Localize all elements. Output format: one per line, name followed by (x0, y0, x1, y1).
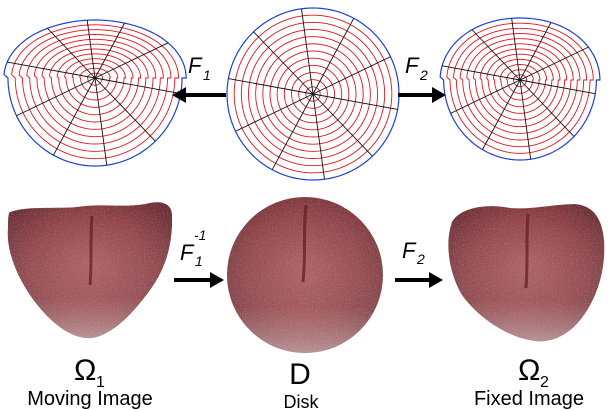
disk-caption: D Disk (284, 358, 320, 410)
right-grid-spoke (482, 80, 520, 150)
disk-symbol: D (289, 358, 311, 391)
top-right-arrow: F 2 (398, 53, 446, 103)
omega-2-symbol: Ω (518, 354, 540, 387)
left-grid-spoke (95, 23, 125, 78)
fixed-image-caption: Ω 2 Fixed Image (474, 354, 584, 410)
top-right-grid (440, 18, 600, 160)
right-grid-spoke (520, 47, 588, 80)
bottom-left-arrow-label: F (180, 240, 195, 265)
top-left-arrow-label: F (188, 53, 203, 78)
top-left-arrow: F 1 (172, 53, 226, 103)
fixed-image-tongue (448, 204, 604, 341)
bottom-right-arrow-sub: 2 (416, 251, 425, 267)
disk-label: Disk (284, 392, 320, 410)
top-right-arrow-label: F (405, 53, 420, 78)
bottom-left-arrow: F 1 -1 (174, 227, 224, 288)
top-left-arrow-sub: 1 (203, 67, 211, 83)
moving-image-tongue (8, 202, 172, 338)
right-grid-boundary (440, 18, 600, 160)
fixed-image-label: Fixed Image (474, 388, 584, 410)
left-grid-ring (12, 25, 179, 159)
moving-image-caption: Ω 1 Moving Image (27, 354, 153, 410)
bottom-left-arrow-sup: -1 (194, 227, 206, 243)
moving-image-label: Moving Image (27, 388, 153, 410)
bottom-right-arrow: F 2 (395, 238, 443, 288)
bottom-right-arrow-label: F (402, 238, 417, 263)
bottom-left-arrow-sub: 1 (195, 253, 203, 269)
omega-1-symbol: Ω (74, 354, 96, 387)
top-center-disk-grid (227, 8, 399, 180)
right-grid-spoke (520, 22, 551, 80)
top-right-arrow-sub: 2 (419, 67, 428, 83)
disk-tongue (227, 197, 383, 353)
top-left-grid (4, 20, 186, 166)
